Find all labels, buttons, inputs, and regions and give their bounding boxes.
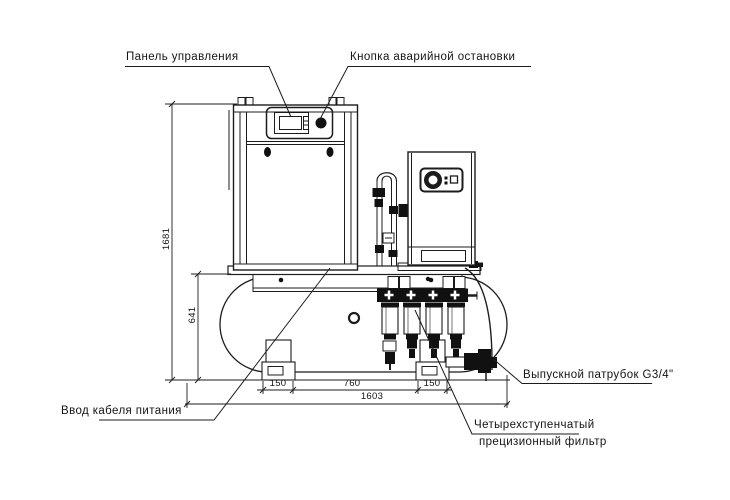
left-foot	[261, 339, 296, 381]
pipe-fitting	[372, 188, 385, 197]
air-dryer	[397, 151, 482, 271]
pipe-fitting	[375, 245, 384, 253]
control-panel	[265, 106, 334, 140]
compressor-cabinet	[228, 97, 359, 271]
dim-feet-spacing: 760	[343, 378, 361, 389]
dim-left-foot: 150	[269, 378, 287, 389]
dim-overall-height: 1681	[161, 227, 172, 251]
label-emergency-stop: Кнопка аварийной остановки	[350, 51, 516, 63]
indicator-square-icon	[449, 175, 459, 184]
filter-manifold	[377, 288, 468, 302]
leader-control-panel	[125, 66, 292, 118]
dim-overall-length: 1603	[360, 391, 384, 402]
dim-right-foot: 150	[423, 378, 441, 389]
door-handle	[264, 147, 271, 157]
filter-assembly	[377, 276, 478, 370]
mounting-slot	[267, 366, 284, 376]
button-strip	[303, 116, 309, 130]
leader-emergency-stop	[318, 66, 531, 122]
dim-tank-height: 641	[187, 306, 198, 324]
dimension-lines	[165, 100, 511, 408]
bolt-icon	[278, 277, 284, 283]
label-outlet-port: Выпускной патрубок G3/4"	[523, 369, 674, 381]
pipe-fitting	[389, 206, 398, 214]
indicator-dot-icon	[444, 181, 448, 185]
piping	[372, 172, 410, 266]
filter-housing	[403, 302, 421, 358]
pipe-fitting	[388, 250, 398, 257]
filter-housing	[447, 302, 465, 358]
leader-power-cable	[99, 267, 331, 421]
indicator-dot-icon	[444, 176, 448, 180]
pipe-fitting	[374, 199, 383, 207]
outlet-valve	[445, 267, 497, 381]
right-foot	[415, 339, 450, 381]
label-filter-line2: прецизионный фильтр	[479, 436, 607, 448]
leader-lines	[99, 66, 652, 435]
dryer-face-panel	[419, 167, 464, 193]
pipe-bracket	[398, 204, 410, 217]
emergency-stop-button	[315, 117, 327, 129]
filter-housing	[381, 302, 399, 370]
door-handle	[326, 147, 334, 157]
leader-filter	[414, 309, 579, 435]
label-control-panel: Панель управления	[126, 51, 239, 63]
label-power-cable-entry: Ввод кабеля питания	[61, 405, 182, 417]
leader-outlet	[490, 356, 652, 384]
label-filter-line1: Четырехступенчатый	[474, 419, 595, 431]
tank-port	[347, 311, 361, 325]
gauge-icon	[424, 171, 442, 189]
mounting-slot	[421, 366, 438, 376]
filter-housing	[425, 302, 443, 358]
